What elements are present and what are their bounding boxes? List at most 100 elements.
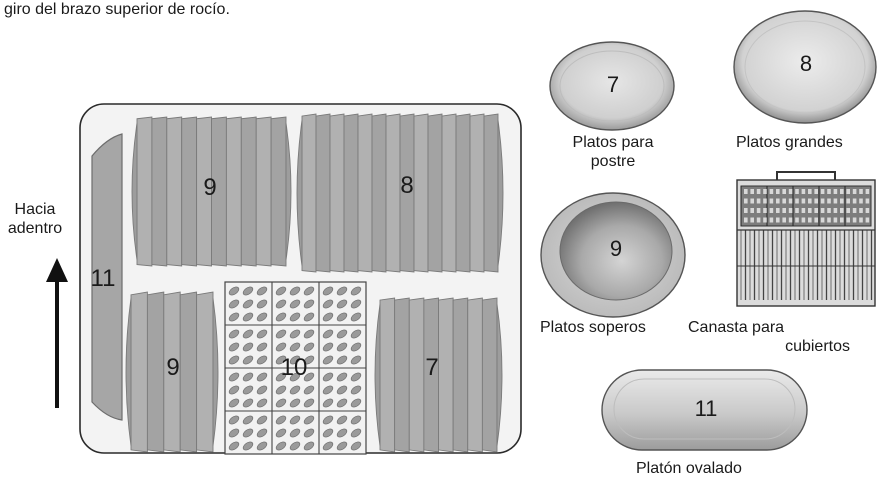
cutlery-handle	[228, 342, 240, 352]
cutlery-handle	[336, 312, 348, 322]
cutlery-handle	[336, 441, 348, 451]
cutlery-handle	[322, 415, 334, 425]
legend-soup-caption: Platos soperos	[540, 319, 646, 336]
cutlery-handle	[322, 398, 334, 408]
plate-slice	[211, 116, 227, 267]
direction-label-line2: adentro	[7, 220, 63, 237]
cutlery-handle	[242, 385, 254, 395]
cutlery-handle	[242, 355, 254, 365]
rack-number-top-left: 9	[203, 174, 216, 201]
legend-dessert-caption: Platos para postre	[548, 133, 678, 171]
cutlery-handle	[256, 355, 268, 365]
plate-slice	[467, 297, 483, 453]
cutlery-handle	[256, 441, 268, 451]
cutlery-handle	[322, 342, 334, 352]
cutlery-handle	[303, 355, 315, 365]
cutlery-handle	[256, 415, 268, 425]
cutlery-handle	[350, 312, 362, 322]
cutlery-handle	[242, 428, 254, 438]
plate-slice	[343, 113, 359, 273]
legend-large-number: 8	[800, 51, 812, 76]
cutlery-handle	[228, 355, 240, 365]
plate-slice	[357, 113, 373, 273]
plate-slice	[408, 297, 425, 453]
cutlery-handle	[303, 312, 315, 322]
cutlery-handle	[350, 342, 362, 352]
plate-end-cap	[125, 297, 132, 447]
plate-slice	[130, 291, 148, 453]
plate-slice	[151, 116, 168, 267]
cutlery-handle	[289, 415, 301, 425]
cutlery-handle	[303, 342, 315, 352]
cutlery-handle	[336, 398, 348, 408]
plate-slice	[181, 116, 198, 267]
plate-slice	[413, 113, 429, 273]
cutlery-handle	[228, 385, 240, 395]
cutlery-handle	[289, 398, 301, 408]
cutlery-handle	[242, 398, 254, 408]
direction-arrow-head	[46, 258, 68, 282]
rack-plates-7	[374, 297, 503, 453]
cutlery-handle	[336, 342, 348, 352]
rack-number-left-tall: 11	[91, 265, 116, 292]
cutlery-handle	[289, 286, 301, 296]
direction-label: Hacia adentro	[4, 200, 66, 238]
cutlery-handle	[289, 299, 301, 309]
cutlery-handle	[228, 398, 240, 408]
legend-dessert-plate-icon	[549, 41, 675, 131]
direction-label-line1: Hacia	[14, 201, 56, 218]
cutlery-handle	[275, 428, 287, 438]
header-text: giro del brazo superior de rocío.	[4, 1, 230, 18]
cutlery-handle	[336, 415, 348, 425]
legend-soup-number: 9	[610, 236, 622, 261]
cutlery-handle	[228, 286, 240, 296]
cutlery-handle	[256, 299, 268, 309]
cutlery-handle	[242, 312, 254, 322]
plate-slice	[394, 297, 410, 453]
plate-end-cap	[497, 119, 504, 267]
rack-number-bottom-left: 9	[166, 354, 179, 381]
cutlery-handle	[289, 312, 301, 322]
cutlery-handle	[256, 342, 268, 352]
rack-number-bottom-right: 7	[425, 354, 438, 381]
cutlery-handle	[242, 415, 254, 425]
legend-oval-caption: Platón ovalado	[636, 460, 742, 477]
cutlery-handle	[256, 398, 268, 408]
cutlery-handle	[242, 299, 254, 309]
cutlery-handle	[256, 329, 268, 339]
plate-slice	[379, 297, 396, 453]
cutlery-handle	[303, 385, 315, 395]
legend-oval-platter-icon	[601, 369, 808, 451]
cutlery-handle	[336, 329, 348, 339]
cutlery-handle	[242, 329, 254, 339]
legend-basket-line2: cubiertos	[785, 338, 850, 355]
rack-number-top-right: 8	[400, 172, 413, 199]
cutlery-handle	[350, 398, 362, 408]
cutlery-handle	[228, 428, 240, 438]
cutlery-handle	[289, 329, 301, 339]
cutlery-handle	[228, 441, 240, 451]
plate-slice	[166, 116, 183, 267]
cutlery-handle	[228, 329, 240, 339]
plate-slice	[427, 113, 443, 273]
plate-slice	[469, 113, 485, 273]
plate-slice	[255, 116, 272, 267]
cutlery-handle	[275, 286, 287, 296]
cutlery-handle	[242, 441, 254, 451]
cutlery-handle	[322, 441, 334, 451]
plate-slice	[385, 113, 401, 273]
plate-slice	[452, 297, 469, 453]
legend-large-plate-icon	[733, 10, 877, 124]
rack-platter-11	[91, 133, 123, 421]
plate-end-cap	[285, 122, 292, 261]
rack-number-center: 10	[281, 354, 308, 381]
cutlery-handle	[336, 428, 348, 438]
cutlery-handle	[336, 385, 348, 395]
cutlery-handle	[336, 355, 348, 365]
cutlery-handle	[303, 286, 315, 296]
cutlery-handle	[303, 372, 315, 382]
cutlery-handle	[350, 286, 362, 296]
cutlery-handle	[303, 428, 315, 438]
plate-end-cap	[131, 122, 138, 261]
legend-large-caption: Platos grandes	[736, 134, 843, 151]
